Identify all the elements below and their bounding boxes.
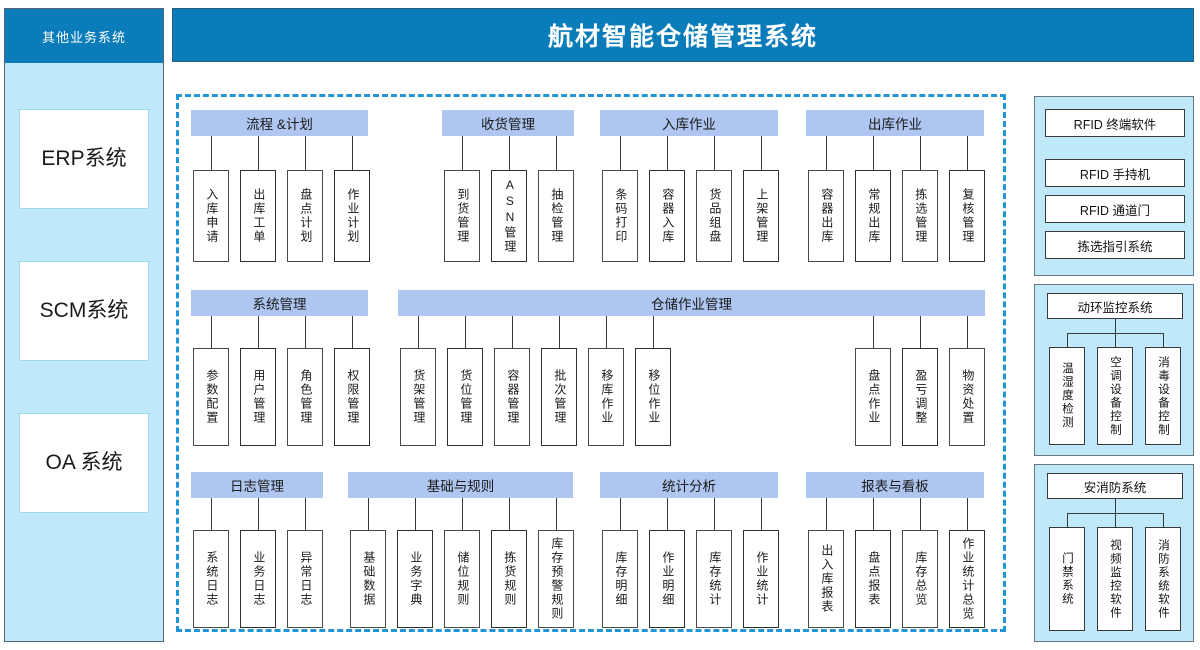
app-header: 航材智能仓储管理系统 [172,8,1194,62]
module-item[interactable]: 拣货规则 [491,530,527,628]
module-item[interactable]: 盘点作业 [855,348,891,446]
module-group-header[interactable]: 基础与规则 [348,472,573,498]
module-group-header[interactable]: 系统管理 [191,290,368,316]
module-item[interactable]: 容器管理 [494,348,530,446]
module-item[interactable]: 入库申请 [193,170,229,262]
module-item[interactable]: 业务字典 [397,530,433,628]
rfid-devices-panel: RFID 终端软件 RFID 手持机 RFID 通道门拣选指引系统 [1034,96,1194,276]
module-item[interactable]: 货架管理 [400,348,436,446]
module-item[interactable]: 出库工单 [240,170,276,262]
module-item[interactable]: 业务日志 [240,530,276,628]
module-item[interactable]: 出入库报表 [808,530,844,628]
subsystem-title-box[interactable]: 动环监控系统 [1047,293,1183,319]
module-item[interactable]: 参数配置 [193,348,229,446]
connector-line [1163,333,1164,347]
module-group-header[interactable]: 报表与看板 [806,472,984,498]
module-item[interactable]: 常规出库 [855,170,891,262]
connector-line [1163,513,1164,527]
module-item[interactable]: 库存预警规则 [538,530,574,628]
device-item[interactable]: RFID 终端软件 [1045,109,1185,137]
module-item[interactable]: 库存统计 [696,530,732,628]
module-item[interactable]: 库存明细 [602,530,638,628]
module-item[interactable]: 储位规则 [444,530,480,628]
connector-line [1067,333,1068,347]
subsystem-item[interactable]: 门禁系统 [1049,527,1085,631]
module-group-header[interactable]: 出库作业 [806,110,984,136]
module-item[interactable]: 条码打印 [602,170,638,262]
page-title: 航材智能仓储管理系统 [547,23,818,51]
module-item[interactable]: 盈亏调整 [902,348,938,446]
connector-line [1115,319,1116,333]
module-item[interactable]: 基础数据 [350,530,386,628]
module-item[interactable]: 库存总览 [902,530,938,628]
module-item[interactable]: 作业统计 [743,530,779,628]
connector-line [1067,513,1068,527]
module-group-header[interactable]: 入库作业 [600,110,778,136]
connector-line [1115,333,1116,347]
module-item[interactable]: 批次管理 [541,348,577,446]
device-item[interactable]: RFID 通道门 [1045,195,1185,223]
module-item[interactable]: 物资处置 [949,348,985,446]
module-item[interactable]: 作业明细 [649,530,685,628]
module-item[interactable]: 复核管理 [949,170,985,262]
module-group-header[interactable]: 统计分析 [600,472,778,498]
module-item[interactable]: 上架管理 [743,170,779,262]
connector-line [1115,499,1116,513]
device-item[interactable]: 拣选指引系统 [1045,231,1185,259]
module-item[interactable]: 作业计划 [334,170,370,262]
module-item[interactable]: 移位作业 [635,348,671,446]
subsystem-item[interactable]: 温湿度检测 [1049,347,1085,445]
subsystem-item[interactable]: 消毒设备控制 [1145,347,1181,445]
device-item[interactable]: RFID 手持机 [1045,159,1185,187]
subsystem-item[interactable]: 空调设备控制 [1097,347,1133,445]
external-system-box[interactable]: OA 系统 [19,413,149,513]
module-item[interactable]: 盘点计划 [287,170,323,262]
module-item[interactable]: 货品组盘 [696,170,732,262]
module-item[interactable]: 容器入库 [649,170,685,262]
core-system-boundary [176,94,1006,632]
external-systems-title: 其他业务系统 [5,9,163,63]
module-item[interactable]: 拣选管理 [902,170,938,262]
subsystem-title-box[interactable]: 安消防系统 [1047,473,1183,499]
subsystem-item[interactable]: 消防系统软件 [1145,527,1181,631]
environment-monitor-panel: 动环监控系统温湿度检测空调设备控制消毒设备控制 [1034,284,1194,456]
security-fire-panel: 安消防系统门禁系统视频监控软件消防系统软件 [1034,464,1194,642]
subsystem-item[interactable]: 视频监控软件 [1097,527,1133,631]
module-item[interactable]: 用户管理 [240,348,276,446]
module-item[interactable]: 移库作业 [588,348,624,446]
module-item[interactable]: 异常日志 [287,530,323,628]
module-item[interactable]: 抽检管理 [538,170,574,262]
module-item[interactable]: 到货管理 [444,170,480,262]
module-item[interactable]: 盘点报表 [855,530,891,628]
module-item[interactable]: 货位管理 [447,348,483,446]
module-item[interactable]: 容器出库 [808,170,844,262]
module-item[interactable]: 角色管理 [287,348,323,446]
module-group-header[interactable]: 仓储作业管理 [398,290,985,316]
module-group-header[interactable]: 收货管理 [442,110,574,136]
module-item[interactable]: 系统日志 [193,530,229,628]
connector-line [1115,513,1116,527]
module-group-header[interactable]: 日志管理 [191,472,323,498]
module-group-header[interactable]: 流程 &计划 [191,110,368,136]
module-item[interactable]: 权限管理 [334,348,370,446]
module-item[interactable]: 作业统计总览 [949,530,985,628]
module-item[interactable]: ASN管理 [491,170,527,262]
